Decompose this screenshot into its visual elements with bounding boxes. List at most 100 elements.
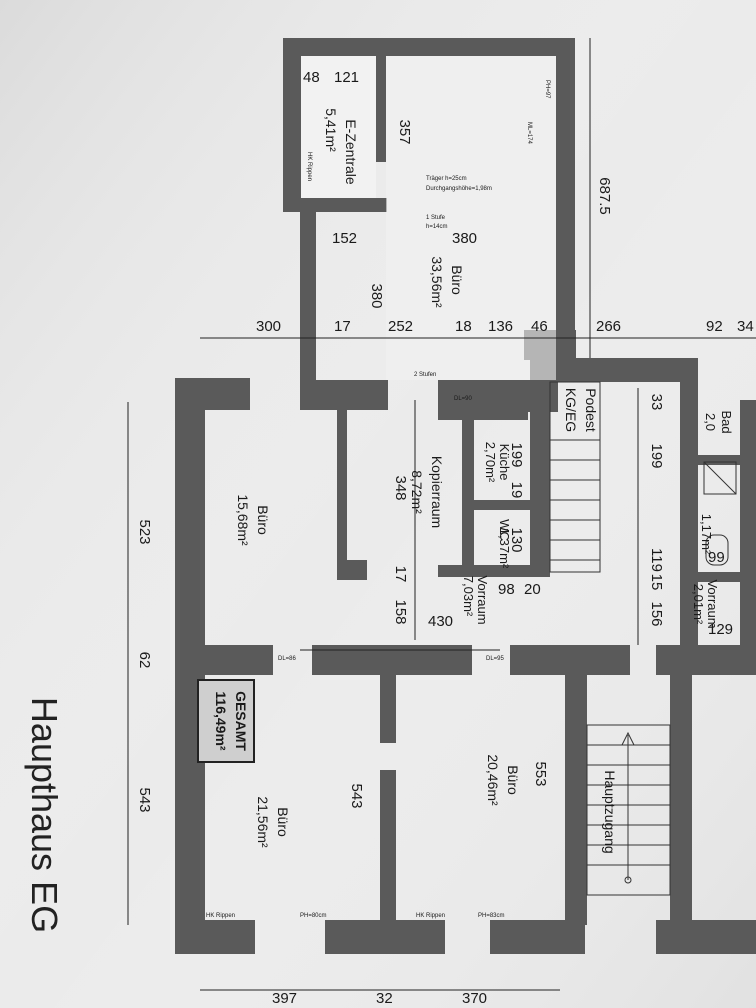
- shower: [703, 461, 737, 495]
- note-ph80: PH=80cm: [300, 913, 327, 919]
- room-buero-bm-area: 20,46m²: [485, 754, 501, 806]
- dim-119: 119: [648, 548, 665, 572]
- dim-129: 129: [708, 621, 733, 638]
- wall-stair-right: [670, 675, 692, 925]
- dim-62: 62: [136, 652, 153, 669]
- room-buero-bm-name: Büro: [505, 765, 521, 795]
- room-bad-area: 2,0: [703, 413, 718, 431]
- gesamt-area: 116,49m²: [213, 691, 229, 750]
- dim-357: 357: [396, 119, 413, 144]
- wall-int-1: [337, 408, 347, 580]
- wall-main-bottom-a: [175, 920, 255, 954]
- dim-199a: 199: [648, 443, 665, 468]
- stair-main: [586, 724, 671, 896]
- dim-17a: 17: [334, 318, 351, 335]
- room-buero-top-name: Büro: [449, 265, 465, 295]
- room-kopierraum-area: 8,72m²: [409, 470, 425, 514]
- note-hk-ez: HK Rippen: [306, 152, 312, 181]
- room-kueche-area: 2,70m²: [483, 442, 498, 483]
- floor-ez: [301, 56, 376, 198]
- wall-ez-right: [376, 50, 386, 162]
- dim-252: 252: [388, 318, 413, 335]
- note-dl86: DL=86: [278, 656, 297, 662]
- notes: 2 Stufen 1 Stufe h=14cm Träger h=25cm Du…: [206, 80, 550, 919]
- room-vorraum-right-area: 2,01m²: [691, 584, 706, 625]
- gesamt-label: GESAMT: [233, 691, 249, 751]
- wall-int-1b: [337, 560, 367, 580]
- wall-upper-bottom: [300, 380, 388, 410]
- wall-ez-bottom: [283, 198, 387, 212]
- gesamt-box: [197, 679, 255, 763]
- wall-kitchen-mid: [470, 500, 530, 510]
- dim-523: 523: [136, 519, 153, 544]
- wall-upper-right: [556, 38, 575, 338]
- wall-bad-right: [740, 400, 756, 660]
- room-bad-name: Bad: [719, 410, 734, 433]
- dim-15: 15: [648, 574, 665, 591]
- dimension-lines: [127, 38, 756, 991]
- wall-kitchen-bottom: [438, 565, 530, 577]
- wall-kitchen-left: [462, 408, 474, 570]
- note-ml174: ML=174: [526, 122, 532, 145]
- wall-main-bottom-d: [656, 920, 756, 954]
- dim-397: 397: [272, 990, 297, 1007]
- note-stufe: 1 Stufe: [426, 215, 446, 221]
- dim-553: 553: [532, 761, 549, 786]
- dim-266: 266: [596, 318, 621, 335]
- stair-podest: [549, 381, 601, 573]
- wall-podest-right: [680, 358, 698, 658]
- note-dl95: DL=95: [486, 656, 505, 662]
- room-buero-left-name: Büro: [255, 505, 271, 535]
- room-vorraum-right-name: Vorraum: [705, 579, 720, 628]
- note-durchgang: Durchgangshöhe=1,98m: [426, 186, 492, 192]
- dim-136: 136: [488, 318, 513, 335]
- floor-buero-top: [386, 56, 556, 380]
- note-hk-bl: HK Rippen: [206, 913, 235, 919]
- dim-348: 348: [392, 475, 409, 500]
- dim-687: 687.5: [596, 177, 613, 215]
- room-ezentrale-area: 5,41m²: [323, 108, 339, 152]
- floors: [301, 56, 556, 380]
- dim-543b: 543: [348, 783, 365, 808]
- dim-380b: 380: [368, 283, 385, 308]
- walls: [175, 38, 756, 954]
- dim-130: 130: [508, 527, 525, 552]
- dim-370: 370: [462, 990, 487, 1007]
- wall-main-bottom-c: [490, 920, 585, 954]
- room-kopierraum-name: Kopierraum: [429, 456, 445, 528]
- room-kueche-name: Küche: [497, 444, 512, 481]
- stairs: [549, 381, 671, 896]
- wall-mid-d: [656, 645, 756, 675]
- dim-98: 98: [498, 581, 515, 598]
- room-wc-name: WC: [497, 519, 512, 541]
- room-buero-bl-area: 21,56m²: [255, 796, 271, 848]
- dim-18: 18: [455, 318, 472, 335]
- shower-line: [703, 461, 737, 495]
- dim-32: 32: [376, 990, 393, 1007]
- dim-543a: 543: [136, 787, 153, 812]
- wall-podest-left: [530, 355, 550, 577]
- wall-bad-mid: [698, 455, 756, 465]
- room-vorraum-area: 7,03m²: [461, 576, 476, 617]
- room-wc-right-area: 1,17m²: [699, 514, 714, 555]
- wall-upper-top: [283, 38, 575, 56]
- dim-121: 121: [334, 69, 359, 86]
- dim-17b: 17: [392, 566, 409, 583]
- note-ph83: PH=83cm: [478, 913, 505, 919]
- wall-podest-top: [545, 358, 695, 382]
- wall-stair-left: [565, 675, 587, 925]
- dim-48: 48: [303, 69, 320, 86]
- labels: E-Zentrale 5,41m² Büro 33,56m² Büro 15,6…: [24, 108, 734, 933]
- dim-156: 156: [648, 601, 665, 626]
- dim-300: 300: [256, 318, 281, 335]
- note-traeger: Träger h=25cm: [426, 176, 467, 182]
- room-buero-left-area: 15,68m²: [235, 494, 251, 546]
- wall-upper-left-a: [283, 38, 301, 210]
- dim-19: 19: [508, 482, 525, 499]
- dim-46: 46: [531, 318, 548, 335]
- note-stufe-h: h=14cm: [426, 224, 448, 230]
- note-treppe: 2 Stufen: [414, 372, 436, 378]
- room-wc-area: 1,37m²: [497, 528, 512, 569]
